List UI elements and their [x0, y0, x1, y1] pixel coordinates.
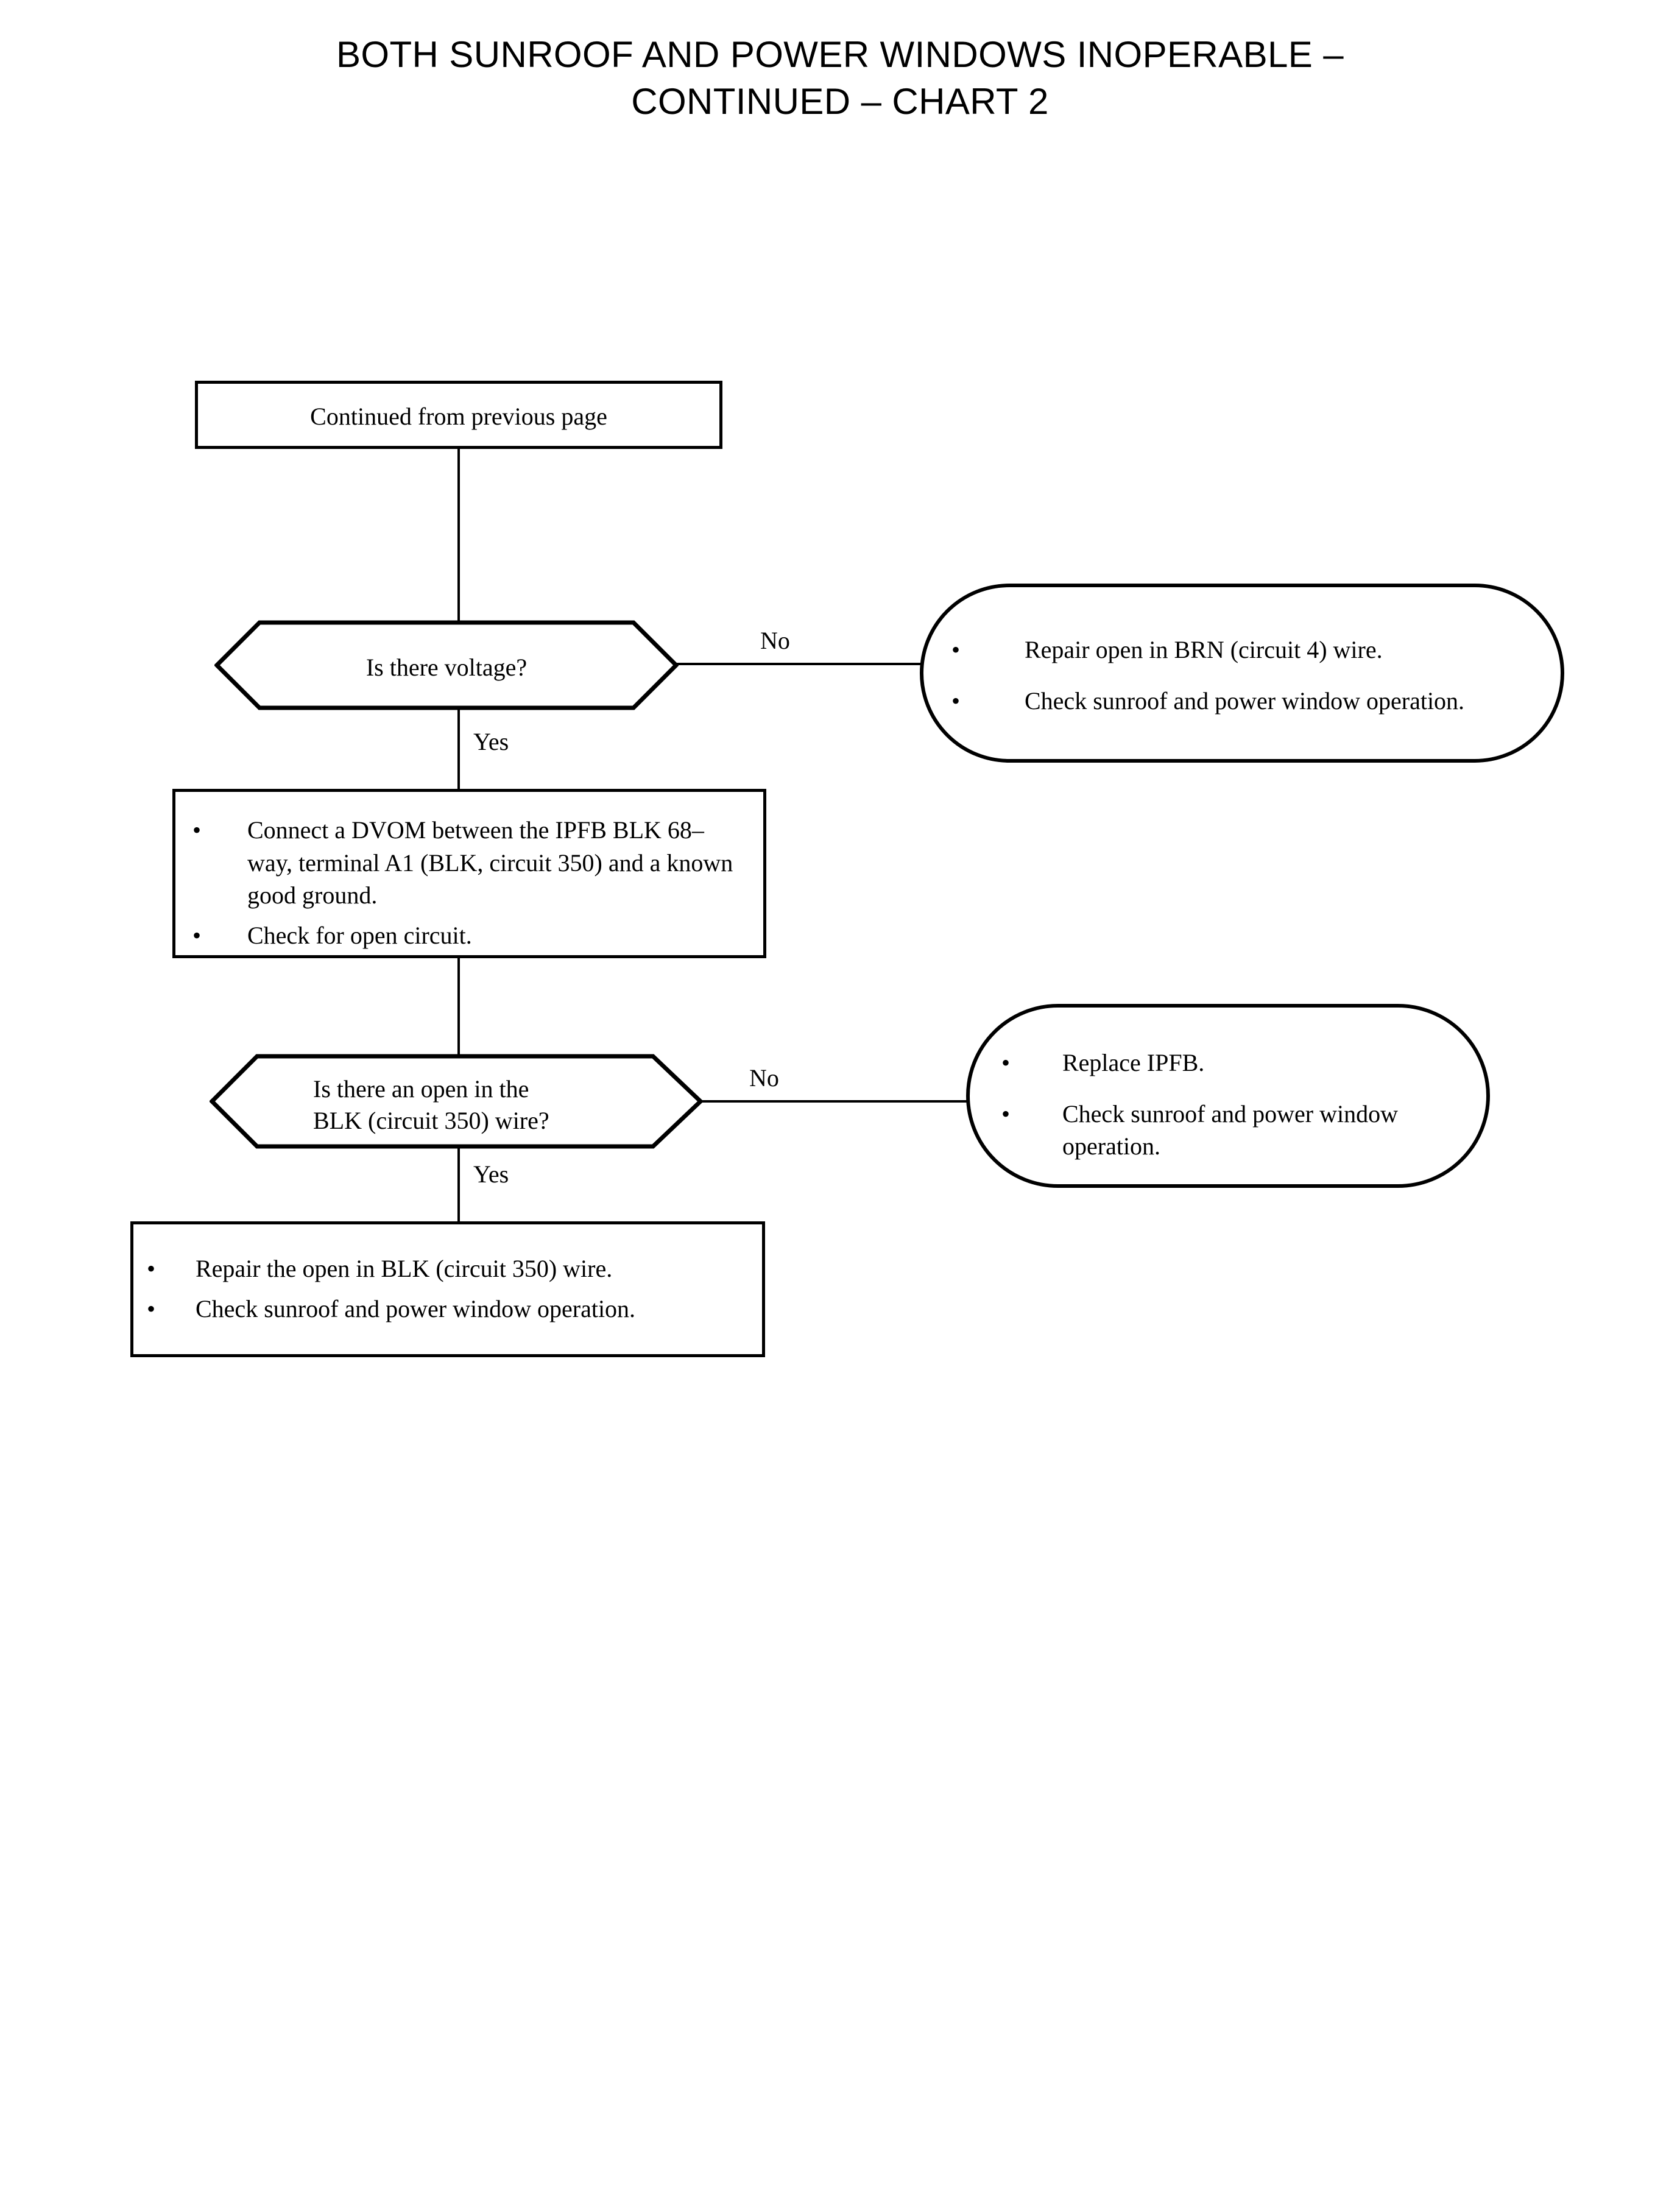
connector-dvom-to-open-blk	[457, 958, 460, 1057]
list-item-text: Connect a DVOM between the IPFB BLK 68–w…	[247, 816, 733, 909]
node-decision-open-blk: Is there an open in the BLK (circuit 350…	[210, 1054, 703, 1149]
node-continued-from-previous: Continued from previous page	[195, 381, 722, 449]
connector-voltage-no	[675, 663, 922, 665]
list-item: • Check for open circuit.	[192, 919, 741, 952]
edge-label-open-blk-no: No	[749, 1064, 779, 1092]
connector-open-blk-yes	[457, 1147, 460, 1223]
list-item: • Repair open in BRN (circuit 4) wire.	[951, 634, 1536, 666]
list-item: • Check sunroof and power window operati…	[1001, 1098, 1470, 1163]
list-item-text: Check sunroof and power window operation…	[196, 1294, 636, 1322]
node-replace-ipfb: • Replace IPFB. • Check sunroof and powe…	[966, 1004, 1490, 1188]
bullet-glyph: •	[951, 687, 961, 715]
node-repair-blk-list: • Repair the open in BLK (circuit 350) w…	[147, 1252, 750, 1325]
hexagon-shape-open-blk	[210, 1054, 703, 1149]
node-decision-open-blk-label-line2: BLK (circuit 350) wire?	[313, 1107, 549, 1134]
list-item-text: Repair the open in BLK (circuit 350) wir…	[196, 1255, 613, 1282]
list-item: • Check sunroof and power window operati…	[147, 1293, 750, 1326]
node-replace-ipfb-list: • Replace IPFB. • Check sunroof and powe…	[1001, 1047, 1470, 1163]
edge-label-open-blk-yes: Yes	[473, 1160, 509, 1188]
bullet-glyph: •	[951, 636, 961, 663]
connector-voltage-yes	[457, 707, 460, 790]
connector-continued-to-voltage	[457, 449, 460, 625]
node-repair-brn: • Repair open in BRN (circuit 4) wire. •…	[920, 584, 1564, 763]
connector-open-blk-no	[699, 1100, 969, 1103]
page-title: BOTH SUNROOF AND POWER WINDOWS INOPERABL…	[336, 34, 1344, 122]
list-item-text: Replace IPFB.	[1062, 1049, 1205, 1076]
list-item: • Check sunroof and power window operati…	[951, 685, 1536, 718]
node-decision-voltage: Is there voltage?	[214, 620, 679, 710]
bullet-glyph: •	[192, 816, 202, 844]
list-item-text: Check sunroof and power window operation…	[1025, 687, 1465, 715]
bullet-glyph: •	[1001, 1049, 1011, 1076]
list-item: • Replace IPFB.	[1001, 1047, 1470, 1079]
hexagon-shape-voltage	[214, 620, 679, 710]
bullet-glyph: •	[147, 1255, 156, 1282]
edge-label-voltage-no: No	[760, 627, 790, 654]
node-decision-open-blk-label-line1: Is there an open in the	[313, 1075, 529, 1103]
node-connect-dvom: • Connect a DVOM between the IPFB BLK 68…	[172, 789, 766, 958]
node-connect-dvom-list: • Connect a DVOM between the IPFB BLK 68…	[192, 814, 741, 951]
node-repair-brn-list: • Repair open in BRN (circuit 4) wire. •…	[951, 634, 1536, 717]
bullet-glyph: •	[192, 921, 202, 949]
node-decision-voltage-label: Is there voltage?	[365, 654, 528, 681]
list-item-text: Check sunroof and power window operation…	[1062, 1100, 1398, 1160]
list-item: • Connect a DVOM between the IPFB BLK 68…	[192, 814, 741, 912]
edge-label-voltage-yes: Yes	[473, 728, 509, 755]
list-item: • Repair the open in BLK (circuit 350) w…	[147, 1252, 750, 1285]
bullet-glyph: •	[147, 1294, 156, 1322]
node-repair-blk: • Repair the open in BLK (circuit 350) w…	[130, 1221, 765, 1357]
list-item-text: Repair open in BRN (circuit 4) wire.	[1025, 636, 1383, 663]
list-item-text: Check for open circuit.	[247, 921, 472, 949]
node-continued-from-previous-label: Continued from previous page	[310, 403, 607, 430]
bullet-glyph: •	[1001, 1100, 1011, 1128]
